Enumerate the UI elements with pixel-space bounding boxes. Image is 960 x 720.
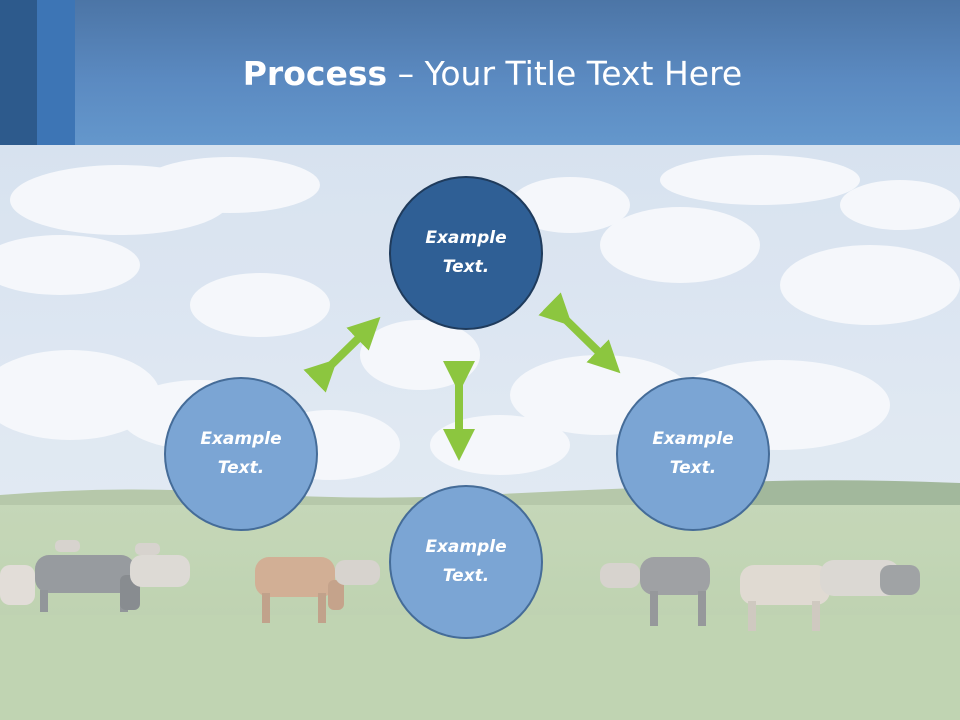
process-node-left-label: Example Text.: [200, 429, 282, 478]
double-arrow-top-right: [538, 292, 621, 374]
header-accent-stripe-light: [37, 0, 75, 145]
process-node-right-label: Example Text.: [652, 429, 734, 478]
slide-title-rest: – Your Title Text Here: [387, 54, 743, 93]
title-bar: Process – Your Title Text Here: [0, 0, 960, 145]
process-node-bottom[interactable]: Example Text.: [389, 485, 543, 639]
slide-title-bold: Process: [242, 54, 388, 93]
process-node-left[interactable]: Example Text.: [164, 377, 318, 531]
slide-title[interactable]: Process – Your Title Text Here: [0, 52, 960, 96]
double-arrow-left-top: [303, 316, 381, 393]
process-node-right[interactable]: Example Text.: [616, 377, 770, 531]
process-node-top-label: Example Text.: [425, 228, 507, 277]
process-node-top[interactable]: Example Text.: [389, 176, 543, 330]
process-node-bottom-label: Example Text.: [425, 537, 507, 586]
header-accent-stripe-dark: [0, 0, 37, 145]
